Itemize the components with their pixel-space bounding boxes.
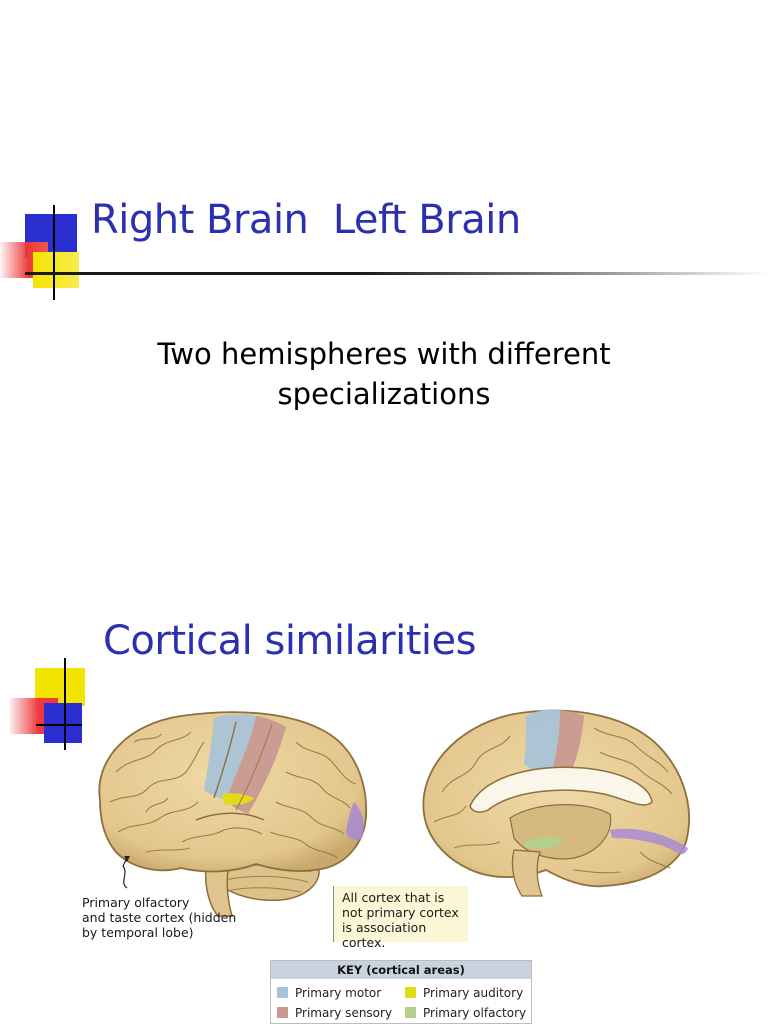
cortical-areas-key: KEY (cortical areas) Primary motor Prima…: [270, 960, 532, 1024]
slide-1-body: Two hemispheres with different specializ…: [0, 334, 768, 414]
primary-visual-area: [346, 802, 364, 840]
deco-yellow-square: [33, 252, 79, 288]
slide-2: Cortical similarities: [0, 512, 768, 1024]
key-item-primary-sensory: Primary sensory: [277, 1006, 392, 1020]
key-title: KEY (cortical areas): [271, 961, 531, 979]
primary-auditory-area: [222, 793, 254, 805]
swatch-olfactory-icon: [405, 1007, 416, 1018]
brainstem: [204, 866, 233, 917]
swatch-sensory-icon: [277, 1007, 288, 1018]
deco-vertical-line: [53, 205, 55, 300]
primary-motor-area: [204, 714, 256, 800]
association-cortex-note: All cortex that is not primary cortex is…: [333, 886, 468, 950]
slide-1-title: Right Brain Left Brain: [91, 197, 521, 243]
corpus-callosum: [469, 766, 653, 813]
lateral-brain-illustration: [98, 711, 368, 917]
swatch-auditory-icon: [405, 987, 416, 998]
deco-blue-square: [44, 703, 82, 743]
slide-1: Right Brain Left Brain Two hemispheres w…: [0, 197, 768, 414]
primary-visual-area: [610, 828, 688, 855]
primary-motor-area: [524, 709, 560, 776]
key-item-primary-olfactory: Primary olfactory: [405, 1006, 526, 1020]
primary-sensory-area: [226, 716, 286, 814]
deco-vertical-line: [64, 658, 66, 750]
primary-olfactory-area: [524, 837, 564, 849]
primary-sensory-area: [550, 710, 584, 780]
key-item-primary-motor: Primary motor: [277, 986, 381, 1000]
slide-2-title: Cortical similarities: [103, 618, 476, 664]
olfactory-label: Primary olfactory and taste cortex (hidd…: [82, 895, 237, 940]
pointer-arrow-icon: [122, 856, 130, 889]
deco-horizontal-line: [36, 724, 82, 726]
body-line-1: Two hemispheres with different: [157, 337, 611, 371]
title-underline: [25, 272, 768, 275]
swatch-motor-icon: [277, 987, 288, 998]
key-item-primary-auditory: Primary auditory: [405, 986, 523, 1000]
medial-brain-illustration: [422, 709, 690, 897]
body-line-2: specializations: [277, 377, 491, 411]
